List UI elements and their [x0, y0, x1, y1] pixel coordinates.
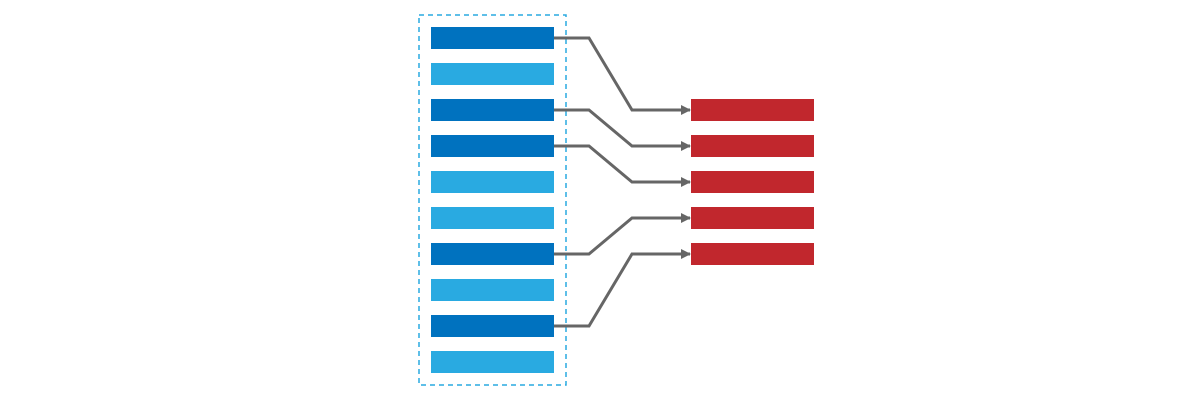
connector-arrow: [554, 108, 691, 151]
source-row-selected: [431, 99, 554, 121]
target-row: [691, 99, 814, 121]
source-list: [418, 14, 567, 386]
source-row-unselected: [431, 207, 554, 229]
target-list: [691, 99, 814, 265]
source-row-selected: [431, 135, 554, 157]
target-row: [691, 171, 814, 193]
connector-arrow: [554, 144, 691, 187]
connector-arrow: [554, 36, 691, 115]
source-row-unselected: [431, 351, 554, 373]
connector-arrow: [554, 213, 691, 256]
source-row-unselected: [431, 279, 554, 301]
source-row-unselected: [431, 171, 554, 193]
target-row: [691, 207, 814, 229]
selection-border: [418, 14, 567, 386]
target-row: [691, 243, 814, 265]
target-row: [691, 135, 814, 157]
source-row-selected: [431, 243, 554, 265]
connector-arrow: [554, 249, 691, 328]
source-row-selected: [431, 27, 554, 49]
connector-group: [554, 36, 691, 328]
source-row-unselected: [431, 63, 554, 85]
source-row-selected: [431, 315, 554, 337]
